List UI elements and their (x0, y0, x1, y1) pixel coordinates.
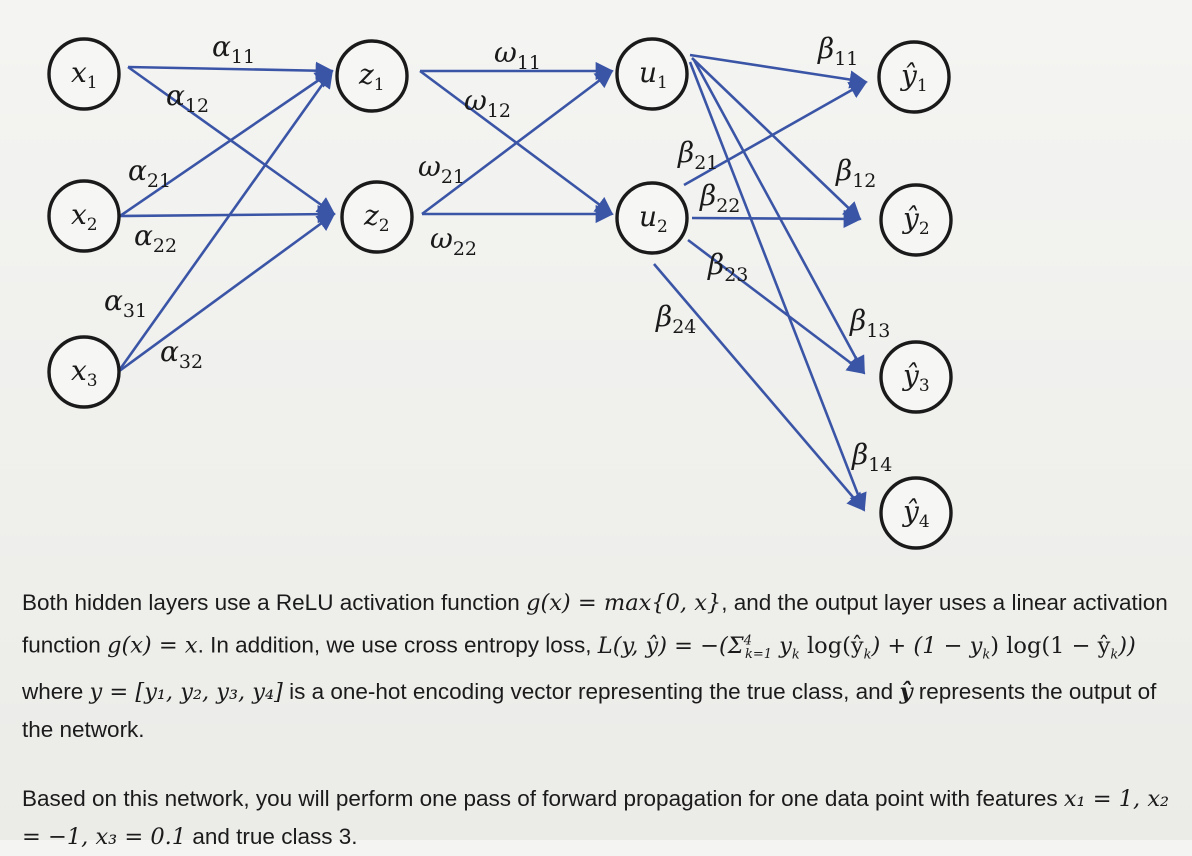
node-label: x3 (71, 354, 98, 391)
loss-part: L(y, ŷ) = −(Σ (597, 632, 744, 659)
linear-formula: g(x) = x (107, 632, 198, 659)
weight-label-u1-y1: β11 (817, 32, 858, 70)
text-segment: and true class 3. (186, 824, 358, 849)
node-z1: z1 (335, 39, 409, 113)
nodes-layer: x1 x2 x3 z1 z2 u1 u2 ŷ1 ŷ2 ŷ3 ŷ4 (47, 37, 953, 550)
edge-u1-y3 (692, 59, 866, 375)
node-y4: ŷ4 (879, 476, 953, 550)
text-segment: represents the output of the network. (22, 679, 1157, 742)
loss-sub: k (982, 647, 991, 662)
loss-part: ) log(1 − ŷ (990, 632, 1111, 659)
problem-paragraph-task: Based on this network, you will perform … (22, 780, 1182, 856)
node-circle (615, 181, 689, 255)
text-segment: , and the output layer uses a linear act… (22, 590, 1168, 658)
text-segment: Based on this network, you will perform … (22, 786, 1064, 811)
problem-description: Both hidden layers use a ReLU activation… (22, 584, 1182, 856)
node-label: u2 (639, 200, 668, 237)
loss-sub: k (791, 647, 800, 662)
edge-u1-y1 (689, 53, 868, 89)
weight-label-z1-u1: ω11 (494, 36, 541, 74)
edge-x1-z1 (127, 61, 334, 80)
edge-u1-y2 (691, 57, 862, 221)
weight-label-x3-z2: α32 (160, 335, 203, 373)
edge-x3-z1 (116, 69, 334, 373)
weight-label-x2-z2: α22 (134, 219, 177, 257)
loss-part: y (772, 632, 792, 659)
node-x3: x3 (47, 335, 121, 409)
weight-label-u1-y2: β12 (835, 154, 876, 192)
node-label: ŷ1 (899, 59, 928, 96)
node-circle (877, 40, 951, 114)
node-label: x2 (71, 198, 98, 235)
problem-paragraph-setup: Both hidden layers use a ReLU activation… (22, 584, 1182, 748)
weight-label-z2-u2: ω22 (430, 222, 477, 260)
loss-part: )) (1118, 632, 1136, 659)
weight-label-u2-y4: β24 (655, 300, 696, 338)
node-label: ŷ4 (901, 495, 930, 532)
relu-formula: g(x) = max{0, x} (526, 590, 722, 616)
text-segment: Both hidden layers use a ReLU activation… (22, 590, 527, 615)
node-x1: x1 (47, 37, 121, 111)
weight-label-u1-y3: β13 (849, 304, 890, 342)
node-y2: ŷ2 (879, 183, 953, 257)
weight-label-u2-y3: β23 (707, 248, 748, 286)
node-u1: u1 (615, 37, 689, 111)
loss-sub: k (863, 647, 872, 662)
weight-label-z2-u1: ω21 (418, 150, 465, 188)
node-label: ŷ3 (901, 359, 930, 396)
node-circle (340, 180, 414, 254)
node-u2: u2 (615, 181, 689, 255)
edge-x2-z1 (119, 69, 334, 218)
node-circle (879, 340, 953, 414)
weight-label-x3-z1: α31 (104, 284, 147, 322)
text-segment: . In addition, we use cross entropy loss… (197, 632, 598, 658)
node-circle (879, 183, 953, 257)
node-y3: ŷ3 (879, 340, 953, 414)
loss-part: ) + (1 − y (871, 632, 983, 659)
edge-u2-y4 (653, 263, 866, 512)
node-circle (47, 37, 121, 111)
onehot-vector: y = [y₁, y₂, y₃, y₄] (89, 679, 283, 705)
edge-u1-y4 (688, 61, 867, 512)
node-x2: x2 (47, 179, 121, 253)
node-circle (879, 476, 953, 550)
loss-sub: k (1110, 647, 1119, 662)
node-y1: ŷ1 (877, 40, 951, 114)
node-label: u1 (639, 56, 668, 93)
edge-x2-z2 (119, 205, 336, 224)
loss-formula: L(y, ŷ) = −(Σ4k=1 yk log(ŷk) + (1 − yk) … (597, 632, 1136, 663)
text-segment: where (22, 679, 90, 704)
node-label: ŷ2 (901, 202, 930, 239)
node-circle (47, 335, 121, 409)
weight-label-x1-z2: α12 (166, 79, 209, 117)
weight-label-u2-y1: β21 (677, 136, 718, 174)
loss-sum-sub: k=1 (744, 647, 773, 662)
edge-u2-y1 (683, 80, 868, 187)
loss-part: log(ŷ (799, 632, 864, 659)
node-label: z1 (358, 58, 385, 95)
node-z2: z2 (340, 180, 414, 254)
loss-sum-sup: 4 (743, 633, 752, 648)
weight-label-u2-y2: β22 (699, 179, 740, 217)
weight-label-z1-u2: ω12 (464, 84, 511, 122)
node-circle (335, 39, 409, 113)
edge-u2-y3 (687, 238, 866, 375)
edges-layer (116, 53, 868, 512)
weight-label-x2-z1: α21 (128, 154, 171, 192)
yhat-symbol: ŷ (899, 679, 913, 705)
node-label: x1 (71, 56, 98, 93)
text-segment: is a one-hot encoding vector representin… (282, 679, 900, 704)
node-circle (615, 37, 689, 111)
node-circle (47, 179, 121, 253)
weight-label-x1-z1: α11 (212, 30, 255, 68)
edge-u2-y2 (691, 209, 862, 229)
edge-z2-u1 (421, 69, 614, 216)
edge-x3-z2 (117, 212, 336, 374)
node-label: z2 (363, 199, 390, 236)
weight-label-u1-y4: β14 (851, 438, 892, 476)
